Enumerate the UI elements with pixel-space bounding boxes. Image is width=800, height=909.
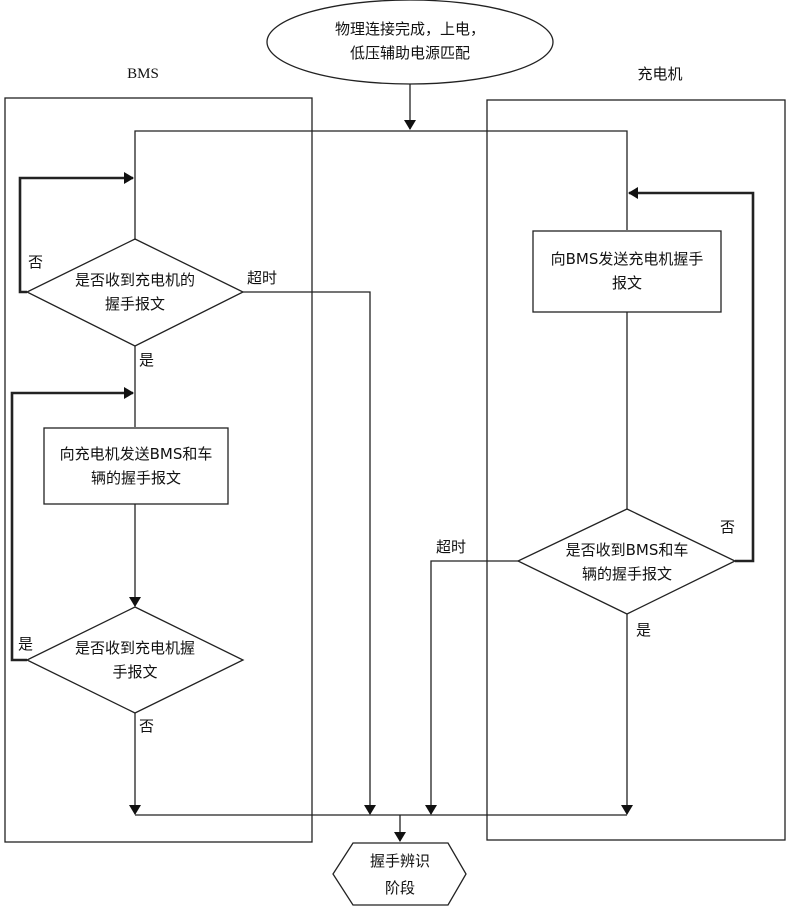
edge-chg-d1-timeout	[425, 560, 518, 815]
end-line-1: 握手辨识	[369, 852, 430, 870]
start-node-text: 物理连接完成，上电， 低压辅助电源匹配	[290, 17, 530, 65]
start-line-1: 物理连接完成，上电，	[334, 20, 485, 38]
edge-label-chg-d1-no: 否	[720, 518, 736, 536]
edge-bms-d2-yes	[10, 387, 134, 662]
end-node	[332, 842, 467, 906]
charger-lane-title: 充电机	[637, 65, 683, 83]
end-node-text: 握手辨识 阶段	[340, 848, 460, 902]
charger-decision-1-line-2: 辆的握手报文	[581, 565, 672, 583]
end-line-2: 阶段	[384, 879, 415, 897]
edge-label-bms-d2-no: 否	[139, 717, 155, 735]
edge-label-bms-d1-timeout: 超时	[247, 269, 278, 287]
charger-decision-1-text: 是否收到BMS和车 辆的握手报文	[537, 538, 717, 586]
charger-process-1-text: 向BMS发送充电机握手 报文	[533, 247, 721, 295]
edge-label-bms-d1-no: 否	[28, 253, 44, 271]
bms-process-1-line-2: 辆的握手报文	[90, 469, 181, 487]
bms-process-1-line-1: 向充电机发送BMS和车	[59, 445, 213, 463]
edge-top-split	[134, 130, 628, 240]
bms-decision-1-text: 是否收到充电机的 握手报文	[45, 268, 225, 316]
bms-decision-2-text: 是否收到充电机握 手报文	[45, 636, 225, 684]
bms-decision-1-line-2: 握手报文	[104, 295, 165, 313]
edge-label-bms-d2-yes: 是	[18, 635, 34, 653]
bms-process-1	[43, 427, 229, 505]
charger-process-1-line-2: 报文	[611, 274, 642, 292]
edge-bms-d1-no	[18, 172, 134, 294]
charger-lane	[486, 99, 786, 841]
bms-decision-2-line-1: 是否收到充电机握	[74, 639, 195, 657]
bms-lane	[4, 97, 313, 843]
edge-bms-d1-timeout	[243, 291, 376, 815]
bms-decision-2-line-2: 手报文	[112, 663, 158, 681]
charger-decision-1-line-1: 是否收到BMS和车	[565, 541, 689, 559]
bms-process-1-text: 向充电机发送BMS和车 辆的握手报文	[44, 442, 228, 490]
bms-lane-title: BMS	[127, 66, 159, 82]
bms-decision-1-line-1: 是否收到充电机的	[74, 271, 195, 289]
edge-chg-d1-no	[628, 187, 755, 563]
start-line-2: 低压辅助电源匹配	[349, 44, 470, 62]
edge-label-bms-d1-yes: 是	[139, 351, 155, 369]
edge-label-chg-d1-yes: 是	[636, 621, 652, 639]
edge-label-chg-d1-timeout: 超时	[436, 538, 467, 556]
charger-process-1-line-1: 向BMS发送充电机握手	[550, 250, 704, 268]
